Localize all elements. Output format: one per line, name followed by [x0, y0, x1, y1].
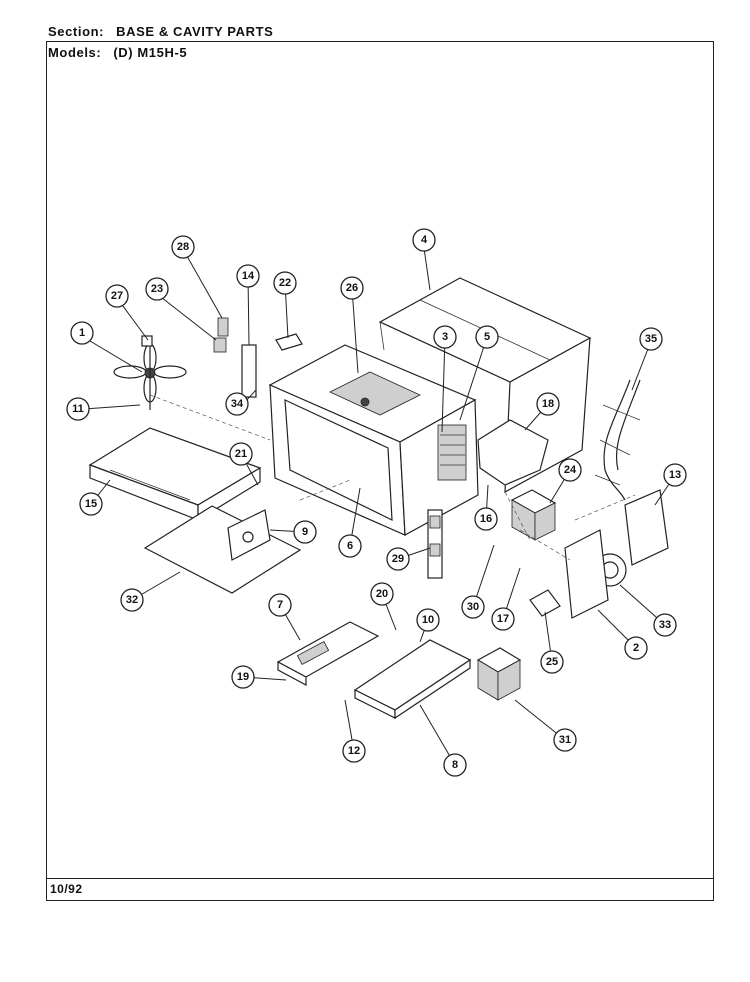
svg-text:20: 20 [376, 588, 388, 600]
magnetron [510, 489, 557, 541]
callout-24: 24 [558, 458, 582, 482]
callout-4: 4 [412, 228, 436, 252]
svg-text:14: 14 [242, 270, 255, 282]
callout-26: 26 [340, 276, 364, 300]
svg-text:6: 6 [347, 540, 353, 552]
oven-cavity [268, 344, 479, 536]
svg-text:35: 35 [645, 333, 657, 345]
control-bracket [276, 621, 380, 687]
svg-text:13: 13 [669, 469, 681, 481]
svg-text:22: 22 [279, 277, 291, 289]
section-label: Section: [48, 24, 105, 39]
callout-22: 22 [273, 271, 297, 295]
callout-33: 33 [653, 613, 677, 637]
callout-11: 11 [66, 397, 90, 421]
callout-19: 19 [231, 665, 255, 689]
svg-text:18: 18 [542, 398, 554, 410]
models-value: (D) M15H-5 [113, 45, 188, 60]
callout-13: 13 [663, 463, 687, 487]
svg-text:25: 25 [546, 656, 558, 668]
callout-35: 35 [639, 327, 663, 351]
svg-text:23: 23 [151, 283, 163, 295]
section-value: BASE & CAVITY PARTS [116, 24, 274, 39]
callout-20: 20 [370, 582, 394, 606]
svg-text:12: 12 [348, 745, 360, 757]
models-heading: Models: (D) M15H-5 [48, 45, 187, 60]
svg-text:27: 27 [111, 290, 123, 302]
callout-6: 6 [338, 534, 362, 558]
base-plate [353, 639, 472, 720]
svg-text:31: 31 [559, 734, 571, 746]
svg-text:8: 8 [452, 759, 458, 771]
footer-divider [46, 878, 714, 879]
diagram-frame [46, 41, 714, 901]
base-tray [88, 427, 262, 522]
svg-text:15: 15 [85, 498, 97, 510]
transformer [476, 647, 522, 701]
callout-5: 5 [475, 325, 499, 349]
callout-10: 10 [416, 608, 440, 632]
callout-7: 7 [268, 593, 292, 617]
svg-text:33: 33 [659, 619, 671, 631]
callout-1: 1 [70, 321, 94, 345]
callout-18: 18 [536, 392, 560, 416]
svg-text:11: 11 [72, 403, 84, 415]
callout-23: 23 [145, 277, 169, 301]
svg-text:21: 21 [235, 448, 247, 460]
callout-17: 17 [491, 607, 515, 631]
fan-blade [113, 340, 187, 410]
revision-date: 10/92 [50, 882, 83, 896]
callout-25: 25 [540, 650, 564, 674]
svg-text:24: 24 [564, 464, 577, 476]
callout-15: 15 [79, 492, 103, 516]
callout-14: 14 [236, 264, 260, 288]
svg-text:1: 1 [79, 327, 85, 339]
callout-12: 12 [342, 739, 366, 763]
callout-9: 9 [293, 520, 317, 544]
callout-28: 28 [171, 235, 195, 259]
svg-text:5: 5 [484, 331, 490, 343]
svg-text:16: 16 [480, 513, 492, 525]
svg-text:4: 4 [421, 234, 428, 246]
air-duct [477, 419, 549, 486]
blower-assembly [529, 489, 669, 619]
svg-text:10: 10 [422, 614, 434, 626]
svg-text:3: 3 [442, 331, 448, 343]
callout-29: 29 [386, 547, 410, 571]
hinge-plate [227, 509, 271, 561]
callout-3: 3 [433, 325, 457, 349]
callout-27: 27 [105, 284, 129, 308]
switch-bracket [427, 509, 443, 579]
svg-text:28: 28 [177, 241, 189, 253]
svg-text:30: 30 [467, 601, 479, 613]
svg-text:17: 17 [497, 613, 509, 625]
callout-2: 2 [624, 636, 648, 660]
svg-text:7: 7 [277, 599, 283, 611]
callout-32: 32 [120, 588, 144, 612]
wire-harness [594, 379, 641, 501]
svg-text:34: 34 [231, 398, 244, 410]
svg-text:32: 32 [126, 594, 138, 606]
svg-text:26: 26 [346, 282, 358, 294]
callout-16: 16 [474, 507, 498, 531]
callout-30: 30 [461, 595, 485, 619]
models-label: Models: [48, 45, 102, 60]
svg-text:19: 19 [237, 671, 249, 683]
callout-34: 34 [225, 392, 249, 416]
callout-8: 8 [443, 753, 467, 777]
callout-21: 21 [229, 442, 253, 466]
svg-text:2: 2 [633, 642, 639, 654]
callout-31: 31 [553, 728, 577, 752]
assembly-guides [149, 394, 636, 561]
svg-text:9: 9 [302, 526, 308, 538]
svg-text:29: 29 [392, 553, 404, 565]
section-heading: Section: BASE & CAVITY PARTS [48, 24, 273, 39]
bottom-sheet [143, 505, 302, 594]
